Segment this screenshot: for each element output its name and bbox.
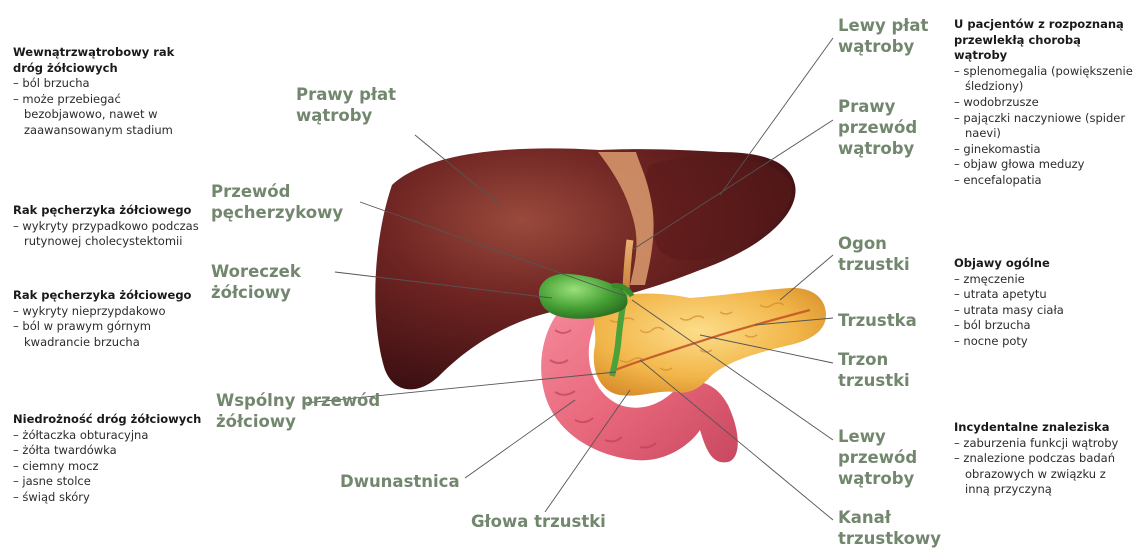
left-block-item: ból w prawym górnym kwadrancie brzucha [13,319,203,350]
right-block-title: Incydentalne znaleziska [954,420,1124,436]
right-block-item: pajączki naczyniowe (spider naevi) [954,111,1134,142]
right-block-title: U pacjentów z rozpoznaną przewlekłą chor… [954,17,1134,64]
left-block-1: Rak pęcherzyka żółciowego wykryty przypa… [13,203,203,250]
right-block-item: ból brzucha [954,318,1129,334]
left-block-item: świąd skóry [13,490,203,506]
leader-dwunastnica [465,400,575,478]
left-block-item: może przebiegać bezobjawowo, nawet w zaa… [13,92,198,139]
right-block-1: Objawy ogólne zmęczenie utrata apetytu u… [954,256,1129,350]
left-block-item: ból brzucha [13,76,198,92]
right-block-item: utrata masy ciała [954,303,1129,319]
label-glowa: Głowa trzustki [471,511,631,532]
right-block-title: Objawy ogólne [954,256,1129,272]
right-block-item: objaw głowa meduzy [954,157,1134,173]
left-block-2: Rak pęcherzyka żółciowego wykryty nieprz… [13,288,203,350]
label-lewy-plat: Lewy płat wątroby [838,15,938,57]
right-block-item: zaburzenia funkcji wątroby [954,436,1124,452]
right-block-item: encefalopatia [954,173,1134,189]
right-block-item: nocne poty [954,334,1129,350]
liver-left-lobe-shade [646,157,792,261]
hepatic-duct [626,240,630,288]
left-block-0: Wewnątrzwątrobowy rak dróg żółciowych bó… [13,45,198,139]
left-block-title: Niedrożność dróg żółciowych [13,412,203,428]
left-block-3: Niedrożność dróg żółciowych żółtaczka ob… [13,412,203,506]
right-block-item: zmęczenie [954,272,1129,288]
label-trzon: Trzon trzustki [838,349,928,391]
left-block-item: wykryty nieprzypdakowo [13,304,203,320]
left-block-item: jasne stolce [13,474,203,490]
label-przewod-pech: Przewód pęcherzykowy [211,181,361,223]
label-prawy-plat: Prawy płat wątroby [296,84,408,126]
pancreas [594,288,826,396]
left-block-title: Rak pęcherzyka żółciowego [13,288,203,304]
left-block-item: żółtaczka obturacyjna [13,428,203,444]
right-block-0: U pacjentów z rozpoznaną przewlekłą chor… [954,17,1134,189]
left-block-title: Wewnątrzwątrobowy rak dróg żółciowych [13,45,198,76]
right-block-2: Incydentalne znaleziska zaburzenia funkc… [954,420,1124,498]
right-block-item: splenomegalia (powiększenie śledziony) [954,64,1134,95]
left-block-item: wykryty przypadkowo podczas rutynowej ch… [13,219,203,250]
label-prawy-przewod: Prawy przewód wątroby [838,96,928,159]
label-lewy-przewod: Lewy przewód wątroby [838,426,928,489]
label-kanal: Kanał trzustkowy [838,507,948,549]
right-block-item: znalezione podczas badań obrazowych w zw… [954,451,1124,498]
right-block-item: utrata apetytu [954,287,1129,303]
left-block-title: Rak pęcherzyka żółciowego [13,203,203,219]
right-block-item: wodobrzusze [954,95,1134,111]
label-trzustka: Trzustka [838,310,938,331]
label-woreczek: Woreczek żółciowy [211,261,331,303]
label-dwunastnica: Dwunastnica [340,471,470,492]
label-wspolny: Wspólny przewód żółciowy [216,390,396,432]
left-block-item: żółta twardówka [13,443,203,459]
left-block-item: ciemny mocz [13,459,203,475]
label-ogon: Ogon trzustki [838,233,928,275]
right-block-item: ginekomastia [954,142,1134,158]
